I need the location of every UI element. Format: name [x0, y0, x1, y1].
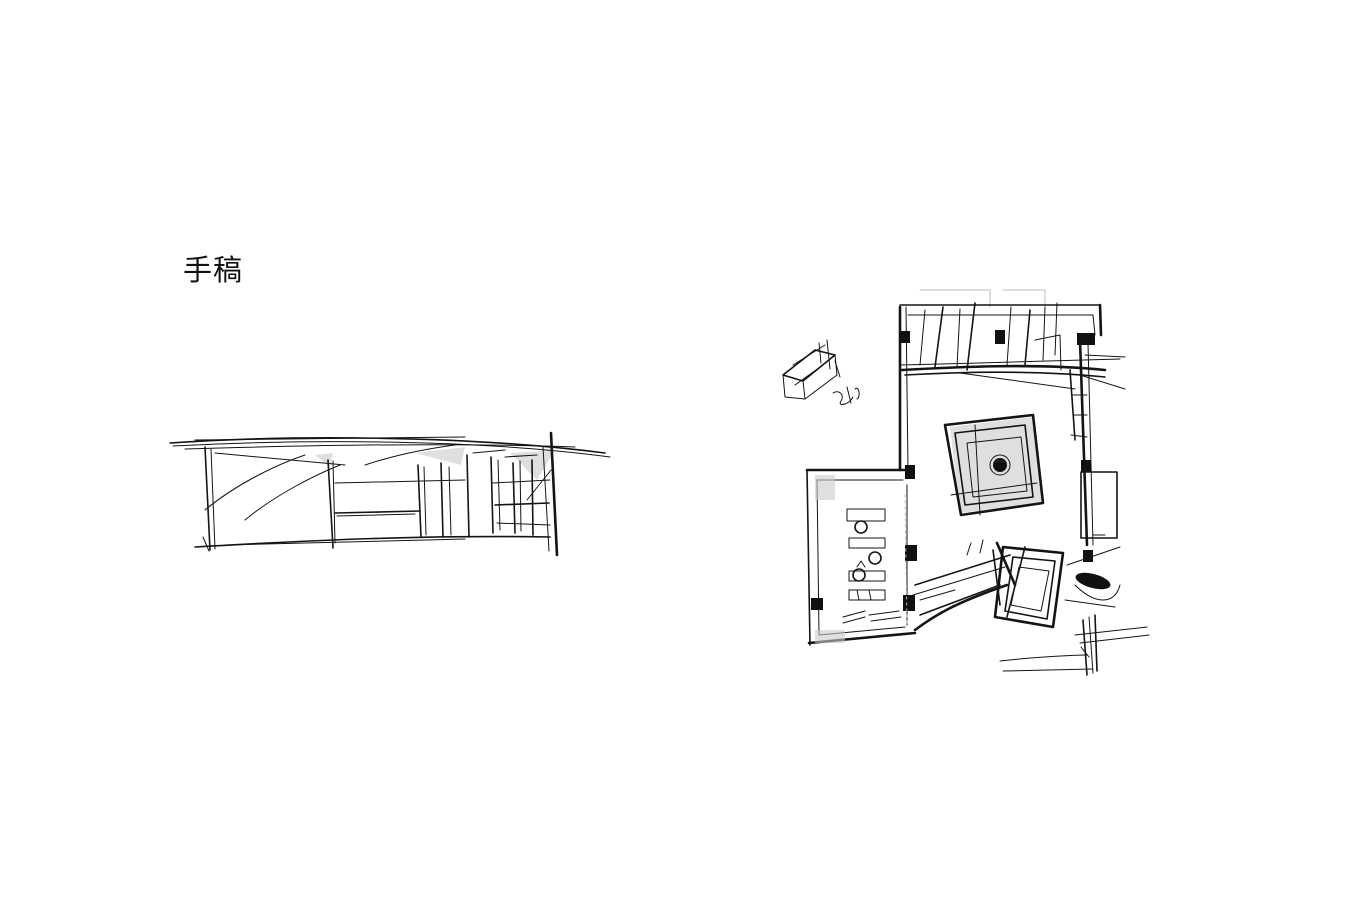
elevation-sketch	[165, 425, 620, 565]
furniture	[842, 508, 902, 624]
stair-sketch	[999, 614, 1150, 676]
floor-plan-sketch-drawing-icon	[782, 289, 1150, 676]
axonometric-sketch	[782, 339, 860, 405]
central-court	[943, 413, 1045, 517]
floor-plan-sketch	[775, 285, 1160, 680]
elevation-sketch-drawing-icon	[169, 431, 611, 557]
page-title: 手稿	[183, 253, 244, 287]
